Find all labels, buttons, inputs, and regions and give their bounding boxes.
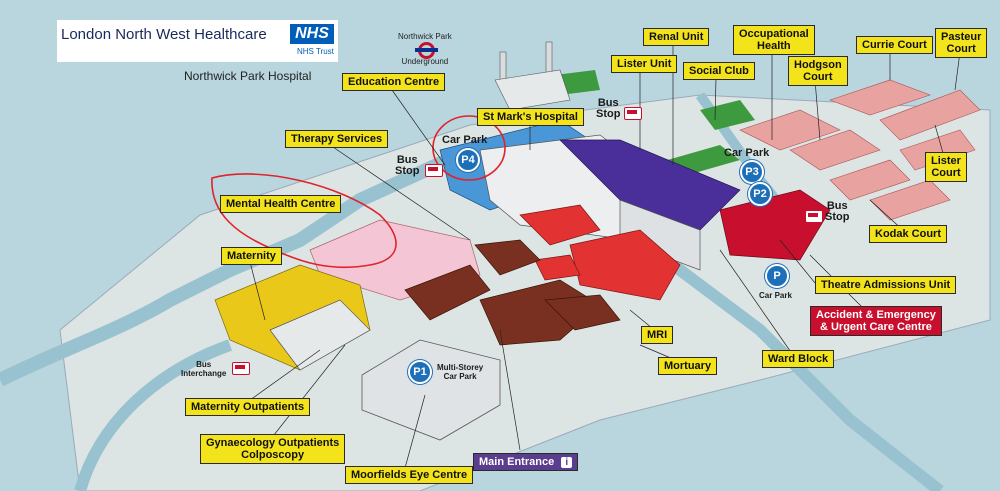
label-lister-unit[interactable]: Lister Unit [611,55,678,73]
hodgson-line2: Court [803,71,833,83]
trust-header: London North West Healthcare NHS NHS Tru… [57,20,338,62]
parking-p1-icon[interactable]: P1 [408,360,432,384]
pasteur-line1: Pasteur [941,31,982,43]
underground-station-name: Northwick Park [398,32,452,41]
label-st-marks-hospital[interactable]: St Mark's Hospital [477,108,584,126]
ae-line2: & Urgent Care Centre [819,321,932,333]
bus-stop-east-label: Bus Stop [825,201,849,223]
maternity-white-block [269,299,371,371]
bus-interchange-label: Bus Interchange [181,360,226,378]
bus-stop-north-line2: Stop [596,108,621,120]
bus-stop-east-line1: Bus [826,200,848,212]
car-park-p4-label: Car Park [442,134,488,146]
bus-stop-east-line2: Stop [825,211,850,223]
underground-roundel-icon [415,42,438,59]
lister-court-line1: Lister [931,155,961,167]
label-mental-health-centre[interactable]: Mental Health Centre [220,195,342,213]
underground-label: Underground [401,57,449,66]
underground-station: Northwick Park Underground [398,32,452,66]
label-theatre-admissions-unit[interactable]: Theatre Admissions Unit [815,276,957,294]
occupational-line1: Occupational [739,28,809,40]
parking-main-icon[interactable]: P [765,264,789,288]
red-block-theatre [569,229,681,301]
residential-courts [739,79,981,221]
bus-stop-west-line2: Stop [395,165,420,177]
multi-storey-line1: Multi-Storey [437,363,484,372]
multi-storey-label: Multi-Storey Car Park [437,363,483,381]
brown-building-west [404,264,491,321]
bus-stop-north-label: Bus Stop [596,98,620,120]
bus-icon [624,107,642,120]
trust-name: London North West Healthcare [61,26,267,43]
bus-icon [232,362,250,375]
brown-building-east [544,294,621,331]
label-therapy-services[interactable]: Therapy Services [285,130,389,148]
label-occupational-health[interactable]: Occupational Health [733,25,815,55]
leader-lines [249,45,961,469]
car-park-p3-label: Car Park [724,147,770,159]
label-mortuary[interactable]: Mortuary [658,357,718,375]
label-pasteur-court[interactable]: Pasteur Court [935,28,988,58]
perimeter-road [0,143,473,387]
label-education-centre[interactable]: Education Centre [342,73,446,91]
label-accident-emergency[interactable]: Accident & Emergency & Urgent Care Centr… [810,306,942,336]
info-icon: i [561,457,573,468]
lister-court-line2: Court [931,167,961,179]
car-park-main-label: Car Park [759,291,792,300]
label-moorfields-eye-centre[interactable]: Moorfields Eye Centre [345,466,474,484]
label-social-club[interactable]: Social Club [683,62,755,80]
hodgson-line1: Hodgson [794,59,842,71]
occupational-line2: Health [757,40,791,52]
label-ward-block[interactable]: Ward Block [762,350,835,368]
label-main-entrance[interactable]: Main Entrance i [473,453,579,471]
east-road [636,235,944,491]
green-area-social [700,100,755,130]
bus-interchange-line2: Interchange [181,369,227,378]
nhs-logo: NHS [290,24,334,44]
pasteur-line2: Court [946,43,976,55]
nhs-trust-label: NHS Trust [297,47,334,56]
gynaecology-line2: Colposcopy [241,449,305,461]
chimney [499,51,507,83]
label-lister-court[interactable]: Lister Court [925,152,967,182]
label-maternity[interactable]: Maternity [221,247,282,265]
hospital-name: Northwick Park Hospital [184,69,312,83]
bus-icon [425,164,443,177]
ae-line1: Accident & Emergency [816,309,936,321]
annotation-circle-mental-health [211,173,397,269]
label-kodak-court[interactable]: Kodak Court [869,225,947,243]
gynaecology-line1: Gynaecology Outpatients [206,437,340,449]
ward-block-face [619,199,701,271]
ae-building [719,189,831,261]
label-maternity-outpatients[interactable]: Maternity Outpatients [185,398,311,416]
bus-icon [805,210,823,223]
brown-building-central [474,239,541,276]
main-entrance-text: Main Entrance [479,456,555,468]
parking-p4-icon[interactable]: P4 [456,148,480,172]
label-gynaecology-outpatients[interactable]: Gynaecology Outpatients Colposcopy [200,434,346,464]
bus-stop-west-line1: Bus [396,154,418,166]
label-mri[interactable]: MRI [641,326,674,344]
bus-interchange-line1: Bus [196,360,212,369]
industrial-building [494,69,571,111]
bus-interchange-road [74,339,233,491]
label-renal-unit[interactable]: Renal Unit [643,28,710,46]
multi-storey-car-park [361,339,501,441]
multi-storey-line2: Car Park [443,372,477,381]
parking-p3-icon[interactable]: P3 [740,160,764,184]
label-hodgson-court[interactable]: Hodgson Court [788,56,848,86]
bus-stop-west-label: Bus Stop [395,155,419,177]
red-block-north [519,204,601,246]
bus-stop-north-line1: Bus [597,97,619,109]
label-currie-court[interactable]: Currie Court [856,36,933,54]
red-block-small [534,254,581,281]
parking-p2-icon[interactable]: P2 [748,182,772,206]
